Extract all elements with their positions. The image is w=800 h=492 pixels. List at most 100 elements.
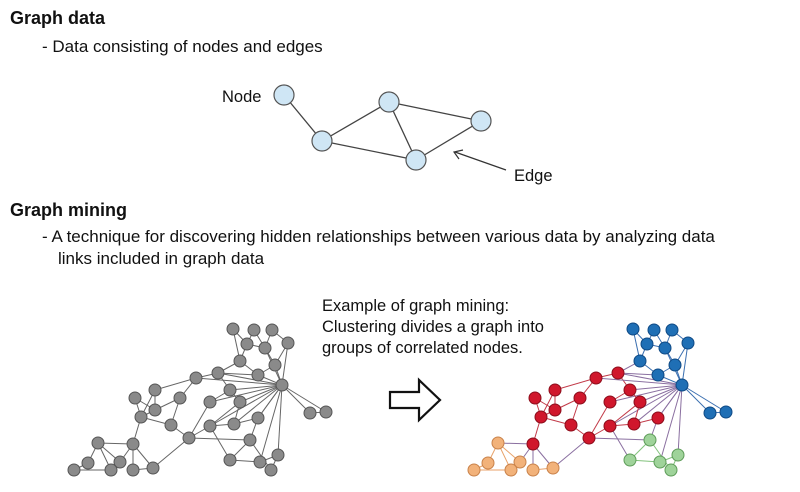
graph-edge (321, 101, 390, 142)
network-node (189, 371, 203, 385)
network-edge (209, 425, 231, 461)
network-node (623, 383, 637, 397)
network-node (548, 383, 562, 397)
network-edge (281, 384, 327, 413)
network-node (534, 410, 548, 424)
network-node (623, 453, 637, 467)
network-node (665, 323, 679, 337)
hollow-right-arrow-icon (388, 377, 442, 423)
network-edge (657, 384, 683, 419)
network-edge (609, 384, 683, 403)
network-node (251, 411, 265, 425)
network-node (146, 461, 160, 475)
network-node (126, 463, 140, 477)
network-node (647, 323, 661, 337)
network-edge (152, 437, 190, 469)
network-node (658, 341, 672, 355)
network-node (164, 418, 178, 432)
network-node (303, 406, 317, 420)
network-node (265, 323, 279, 337)
network-node (113, 455, 127, 469)
network-node (104, 463, 118, 477)
graph-edge (388, 101, 482, 122)
network-node (258, 341, 272, 355)
network-node (467, 463, 481, 477)
network-node (319, 405, 333, 419)
network-edge (217, 372, 283, 386)
network-node (491, 436, 505, 450)
graph-mining-description-line1: - A technique for discovering hidden rel… (42, 227, 715, 246)
graph-mining-heading: Graph mining (10, 200, 127, 220)
graph-node (405, 149, 427, 171)
network-node (548, 403, 562, 417)
network-edge (233, 384, 283, 425)
network-node (128, 391, 142, 405)
network-edge (281, 384, 311, 414)
network-node (264, 463, 278, 477)
network-node (668, 358, 682, 372)
graph-edge (415, 120, 482, 161)
network-edge (677, 384, 683, 456)
network-node (240, 337, 254, 351)
network-node (148, 403, 162, 417)
network-node (203, 419, 217, 433)
network-node (268, 358, 282, 372)
network-node (67, 463, 81, 477)
network-node (134, 410, 148, 424)
network-node (573, 391, 587, 405)
network-node (126, 437, 140, 451)
network-node (603, 395, 617, 409)
network-node (651, 411, 665, 425)
graph-node (311, 130, 333, 152)
network-node (611, 366, 625, 380)
network-node (148, 383, 162, 397)
network-edge (195, 377, 283, 386)
network-node (526, 463, 540, 477)
network-edge (609, 384, 683, 427)
network-edge (629, 384, 683, 391)
network-node (223, 453, 237, 467)
example-caption-line2: Clustering divides a graph into (322, 318, 544, 336)
graph-edge (321, 140, 417, 161)
network-node (528, 391, 542, 405)
network-node (546, 461, 560, 475)
network-node (513, 455, 527, 469)
network-edge (617, 372, 683, 386)
network-edge (217, 372, 259, 376)
network-node (681, 336, 695, 350)
network-edge (552, 437, 590, 469)
network-node (589, 371, 603, 385)
network-node (173, 391, 187, 405)
network-edge (639, 384, 683, 403)
network-node (664, 463, 678, 477)
network-node (627, 417, 641, 431)
network-edge (588, 401, 611, 439)
network-node (633, 395, 647, 409)
network-node (223, 383, 237, 397)
unclustered-network-graph (67, 322, 333, 477)
network-edge (681, 342, 689, 386)
network-node (651, 368, 665, 382)
network-node (233, 395, 247, 409)
network-edge (554, 377, 597, 391)
network-node (243, 433, 257, 447)
graph-node (470, 110, 492, 132)
example-caption: Example of graph mining: Clustering divi… (322, 296, 544, 359)
network-node (227, 417, 241, 431)
network-edge (659, 384, 683, 463)
network-edge (188, 437, 251, 441)
edge-pointer-arrow (452, 149, 507, 171)
network-edge (681, 384, 711, 414)
clustered-network-graph (467, 322, 733, 477)
network-node (211, 366, 225, 380)
network-node (643, 433, 657, 447)
network-node (653, 455, 667, 469)
network-node (281, 336, 295, 350)
network-edge (281, 342, 289, 386)
graph-data-heading: Graph data (10, 8, 106, 28)
example-caption-line3: groups of correlated nodes. (322, 339, 523, 357)
network-node (640, 337, 654, 351)
network-edge (257, 384, 283, 419)
network-node (633, 354, 647, 368)
graph-node (378, 91, 400, 113)
